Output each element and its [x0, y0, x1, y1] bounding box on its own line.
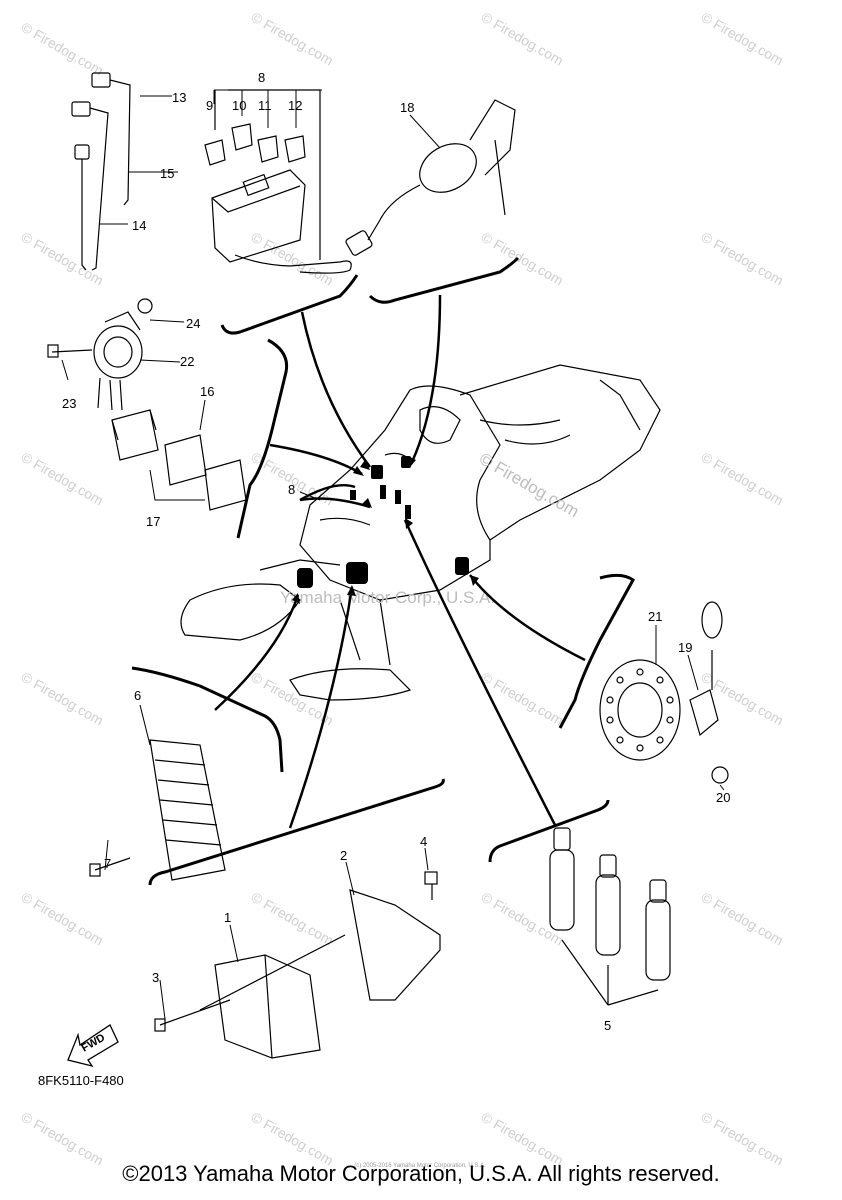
callouts: 1 2 3 4 5 6 7 8 8 9 10 11 12 13 14 15 16…	[62, 70, 730, 1033]
callout-8-vehicle: 8	[288, 482, 295, 497]
watermark: © Firedog.com	[19, 19, 107, 79]
callout-leaders	[61, 95, 725, 1020]
cable-ties	[71, 72, 131, 271]
watermark: © Firedog.com	[699, 9, 787, 69]
callout-21: 21	[648, 609, 662, 624]
watermark: © Firedog.com	[479, 1109, 567, 1169]
relays	[111, 409, 247, 511]
callout-17: 17	[146, 514, 160, 529]
watermark: © Firedog.com	[479, 889, 567, 949]
ignition-switch	[345, 99, 516, 256]
callout-2: 2	[340, 848, 347, 863]
callout-5: 5	[604, 1018, 611, 1033]
watermark: © Firedog.com	[19, 1109, 107, 1169]
watermark: © Firedog.com	[479, 9, 567, 69]
sensor-22	[47, 298, 153, 411]
spark-plug-caps	[549, 827, 671, 1006]
callout-3: 3	[152, 970, 159, 985]
watermark: © Firedog.com	[249, 9, 337, 69]
callout-14: 14	[132, 218, 146, 233]
callout-7: 7	[104, 856, 111, 871]
watermark: © Firedog.com	[19, 229, 107, 289]
tiny-notice: (c) 2005-2016 Yamaha Motor Corporation, …	[354, 1163, 486, 1169]
flywheel	[599, 601, 729, 784]
callout-16: 16	[200, 384, 214, 399]
copyright-notice: ©2013 Yamaha Motor Corporation, U.S.A. A…	[122, 1161, 720, 1186]
callout-20: 20	[716, 790, 730, 805]
watermark: © Firedog.com	[699, 889, 787, 949]
callout-11: 11	[258, 98, 272, 113]
watermark: © Firedog.com	[19, 669, 107, 729]
callout-24: 24	[186, 316, 200, 331]
callout-18: 18	[400, 100, 414, 115]
watermark: © Firedog.com	[699, 1109, 787, 1169]
vehicle-connectors	[297, 456, 469, 588]
callout-4: 4	[420, 834, 427, 849]
regulator	[89, 739, 226, 881]
callout-13: 13	[172, 90, 186, 105]
watermark: © Firedog.com	[249, 1109, 337, 1169]
callout-22: 22	[180, 354, 194, 369]
callout-8-fuse-box: 8	[258, 70, 265, 85]
watermark: © Firedog.com	[19, 449, 107, 509]
fuse-box-brackets	[213, 89, 322, 128]
watermark: © Firedog.com	[249, 889, 337, 949]
watermark: © Firedog.com	[699, 229, 787, 289]
watermark: © Firedog.com	[19, 889, 107, 949]
callout-1: 1	[224, 910, 231, 925]
inline-watermark-yamaha: Yamaha Motor Corp., U.S.A.	[280, 588, 495, 607]
callout-9: 9	[206, 98, 213, 113]
callout-23: 23	[62, 396, 76, 411]
inline-watermark-firedog: © Firedog.com	[476, 449, 582, 521]
watermark: © Firedog.com	[249, 229, 337, 289]
callout-15: 15	[160, 166, 174, 181]
callout-6: 6	[134, 688, 141, 703]
callout-10: 10	[232, 98, 246, 113]
leader-arrowheads	[292, 456, 479, 604]
cdi-unit	[154, 871, 441, 1059]
snowmobile-outline	[180, 364, 661, 701]
part-code: 8FK5110-F480	[38, 1073, 124, 1088]
fwd-arrow-icon: FWD	[67, 1024, 119, 1068]
callout-12: 12	[288, 98, 302, 113]
leader-lines	[214, 294, 586, 829]
callout-19: 19	[678, 640, 692, 655]
watermark: © Firedog.com	[479, 229, 567, 289]
group-brackets	[131, 256, 635, 886]
watermark: © Firedog.com	[699, 449, 787, 509]
